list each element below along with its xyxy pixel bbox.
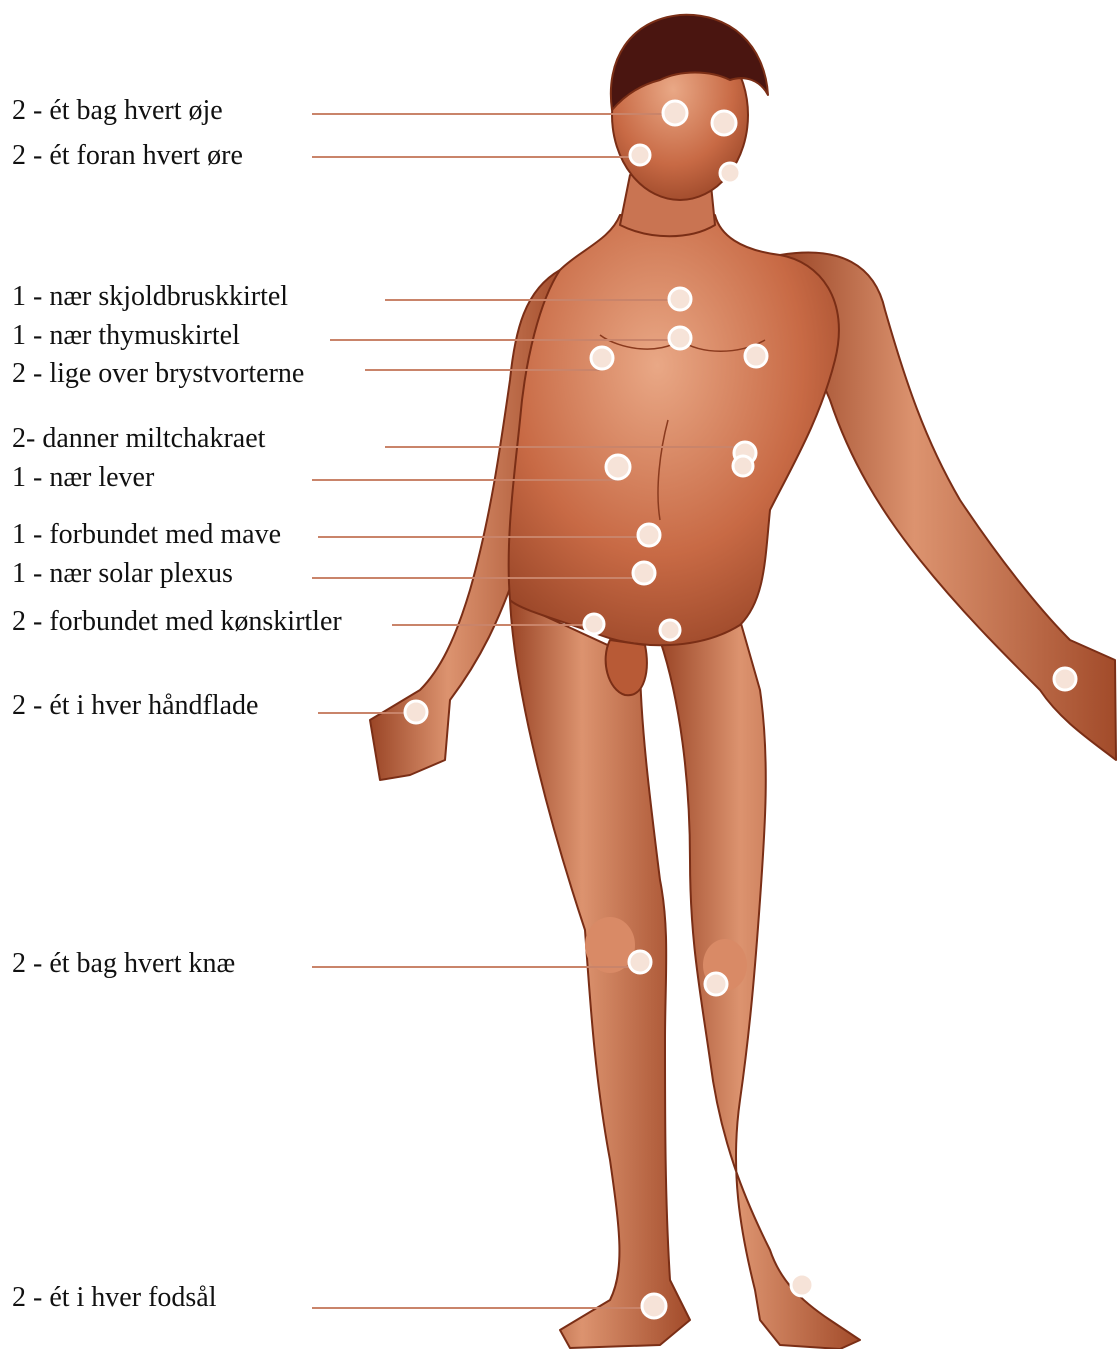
point-nipple-left	[745, 345, 767, 367]
point-knee-right	[629, 951, 651, 973]
point-gonad-right	[584, 614, 604, 634]
label-palms: 2 - ét i hver håndflade	[12, 692, 258, 720]
label-thyroid: 1 - nær skjoldbruskkirtel	[12, 283, 288, 311]
point-eye-right	[663, 101, 687, 125]
point-knee-left	[705, 973, 727, 995]
point-ear-right	[630, 145, 650, 165]
label-eyes: 2 - ét bag hvert øje	[12, 97, 223, 125]
point-stomach	[638, 524, 660, 546]
point-sole-left	[791, 1274, 813, 1296]
label-thymus: 1 - nær thymuskirtel	[12, 322, 240, 350]
label-nipples: 2 - lige over brystvorterne	[12, 360, 304, 388]
point-thyroid	[669, 288, 691, 310]
point-solar-plexus	[633, 562, 655, 584]
point-thymus	[669, 327, 691, 349]
point-eye-left	[712, 111, 736, 135]
label-soles: 2 - ét i hver fodsål	[12, 1284, 217, 1312]
label-ears: 2 - ét foran hvert øre	[12, 142, 243, 170]
label-solar: 1 - nær solar plexus	[12, 560, 233, 588]
label-spleen: 2- danner miltchakraet	[12, 425, 265, 453]
leg-right	[510, 600, 690, 1348]
label-knees: 2 - ét bag hvert knæ	[12, 950, 235, 978]
point-spleen-lower	[733, 456, 753, 476]
label-stomach: 1 - forbundet med mave	[12, 521, 281, 549]
label-liver: 1 - nær lever	[12, 464, 154, 492]
point-palm-right	[405, 701, 427, 723]
point-nipple-right	[591, 347, 613, 369]
point-ear-left	[720, 163, 740, 183]
point-liver	[606, 455, 630, 479]
human-figure	[370, 15, 1116, 1349]
point-palm-left	[1054, 668, 1076, 690]
leg-left	[660, 620, 860, 1349]
label-gonads: 2 - forbundet med kønskirtler	[12, 608, 342, 636]
point-gonad-left	[660, 620, 680, 640]
point-sole-right	[642, 1294, 666, 1318]
torso	[509, 215, 839, 645]
